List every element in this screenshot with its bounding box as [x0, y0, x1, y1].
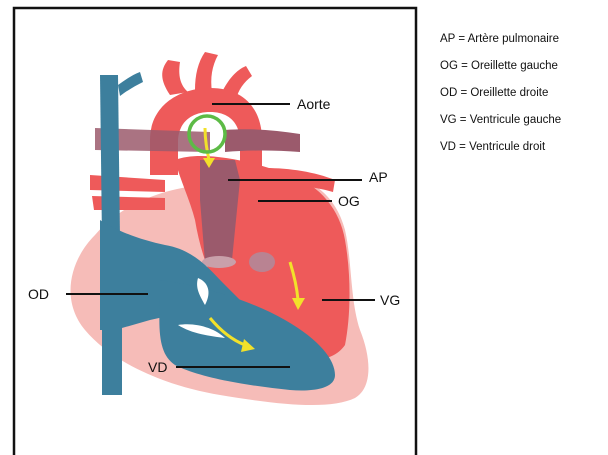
label-od: OD: [28, 286, 49, 302]
legend-item: VG = Ventricule gauche: [440, 114, 561, 126]
label-og: OG: [338, 193, 360, 209]
legend: AP = Artère pulmonaire OG = Oreillette g…: [440, 33, 561, 153]
legend-item: OG = Oreillette gauche: [440, 60, 558, 72]
label-vg: VG: [380, 292, 400, 308]
legend-item: AP = Artère pulmonaire: [440, 33, 559, 45]
label-ap: AP: [369, 169, 388, 185]
label-aorte: Aorte: [297, 96, 331, 112]
legend-item: VD = Ventricule droit: [440, 141, 546, 153]
label-vd: VD: [148, 359, 167, 375]
legend-item: OD = Oreillette droite: [440, 87, 548, 99]
